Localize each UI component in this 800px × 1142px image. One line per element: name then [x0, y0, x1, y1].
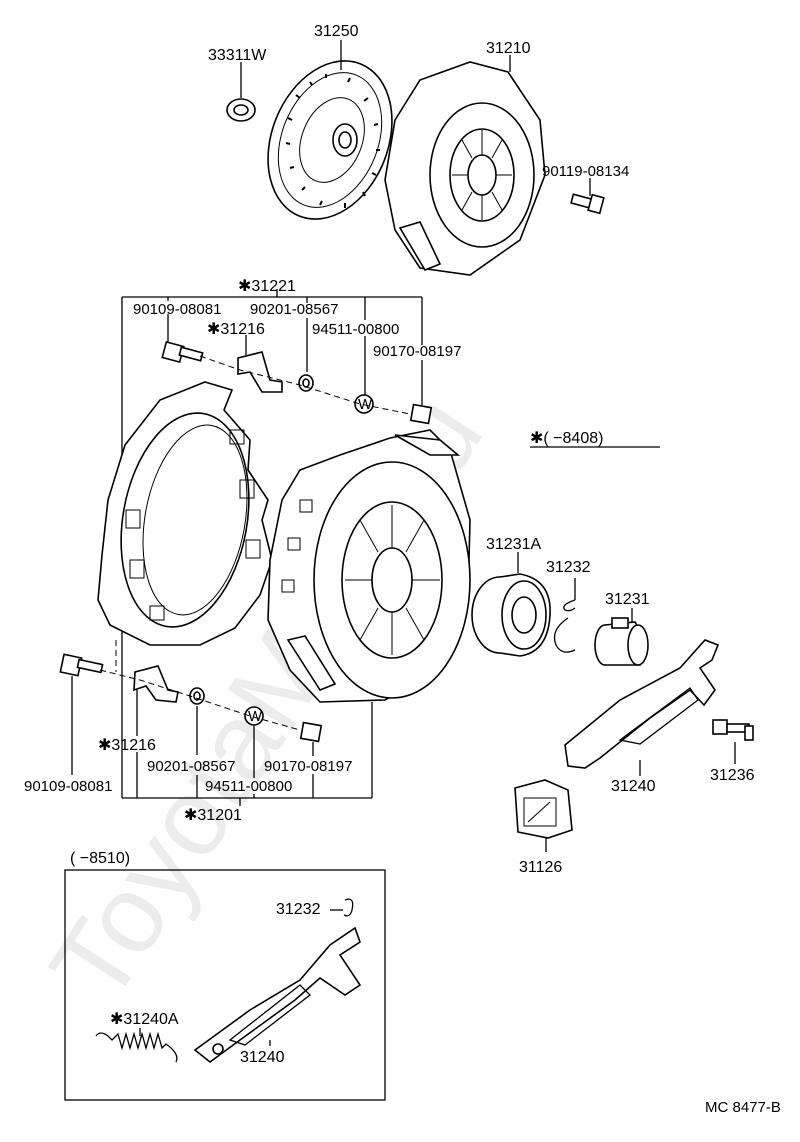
- label-94511-top: 94511-00800: [312, 321, 399, 338]
- nut-90170-08197-bottom: [299, 721, 323, 743]
- label-90109-top: 90109-08081: [133, 301, 221, 318]
- inset-release-fork-31240: [193, 926, 362, 1064]
- bolt-90109-08081-top: [161, 340, 204, 364]
- inset-frame: [64, 869, 386, 1101]
- label-s31216-top: ✱31216: [207, 321, 265, 338]
- boot-31126: [514, 779, 573, 839]
- washer-94511-00800-bottom: W: [244, 706, 264, 726]
- clutch-cover-middle: [267, 429, 471, 703]
- washer-mark-bottom: W: [248, 708, 263, 725]
- nut-90170-08197-top: [409, 403, 433, 425]
- inset-spring-31240a: [95, 1031, 178, 1063]
- label-90201-bottom: 90201-08567: [147, 758, 235, 775]
- label-s31201: ✱31201: [184, 807, 242, 824]
- bearing-hub-31231: [594, 617, 649, 666]
- clip-31232: [553, 599, 576, 653]
- washer-90201-08567-bottom: [189, 687, 205, 705]
- label-31240: 31240: [611, 778, 656, 795]
- label-31232: 31232: [546, 559, 591, 576]
- label-90201-top: 90201-08567: [250, 301, 338, 318]
- note-8510: ( −8510): [70, 850, 130, 867]
- inset-label-31232: 31232: [276, 901, 321, 918]
- label-31236: 31236: [710, 767, 755, 784]
- release-fork-31240: [564, 639, 720, 769]
- plate-31216-top: [237, 351, 283, 393]
- washer-94511-00800-top: W: [354, 394, 374, 414]
- label-90170-top: 90170-08197: [373, 343, 461, 360]
- label-31231a: 31231A: [486, 536, 541, 553]
- label-90170-bottom: 90170-08197: [264, 758, 352, 775]
- clutch-disc-31250: [267, 60, 393, 220]
- label-31126: 31126: [519, 859, 562, 876]
- inset-label-s31240a: ✱31240A: [110, 1011, 179, 1028]
- kit-31201-bracket: [71, 676, 373, 806]
- release-bearing-31231a: [471, 573, 551, 657]
- pilot-bearing-33311w: [226, 98, 256, 122]
- bolt-90119-08134: [570, 193, 605, 215]
- bolt-90109-08081-bottom: [59, 653, 104, 677]
- diagram-code: MC 8477-B: [705, 1099, 781, 1116]
- clutch-cover-31210: [384, 61, 546, 276]
- inset-clip-31232: [343, 898, 354, 917]
- label-31231: 31231: [605, 591, 650, 608]
- inset-label-31240: 31240: [240, 1049, 285, 1066]
- label-90109-bottom: 90109-08081: [24, 778, 112, 795]
- label-s31216-bottom: ✱31216: [98, 737, 156, 754]
- label-94511-bottom: 94511-00800: [205, 778, 292, 795]
- label-33311w: 33311W: [208, 47, 267, 64]
- note-8408: ✱( −8408): [530, 430, 603, 447]
- label-31210: 31210: [486, 40, 531, 57]
- washer-mark-top: W: [358, 396, 373, 413]
- plate-31216-bottom: [133, 665, 179, 703]
- label-90119-08134: 90119-08134: [542, 163, 629, 180]
- pivot-bolt-31236: [712, 719, 754, 741]
- label-31250: 31250: [314, 23, 359, 40]
- clutch-cover-ring-31201: [97, 381, 273, 646]
- label-s31221: ✱31221: [238, 278, 296, 295]
